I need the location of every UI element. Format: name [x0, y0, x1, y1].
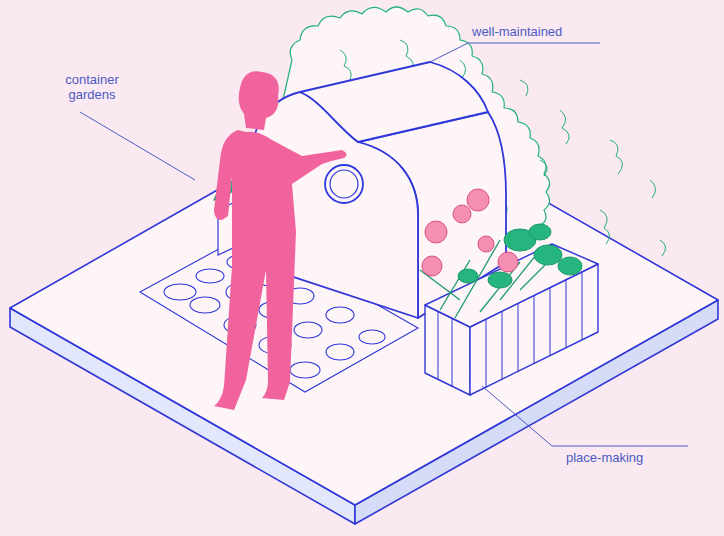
person: [214, 71, 347, 410]
callout-label: place-making: [566, 450, 686, 465]
leader-lines: [80, 43, 688, 446]
callout-label: well-maintained: [472, 24, 602, 39]
callout-label: container gardens: [46, 72, 138, 102]
plants: [420, 189, 582, 318]
front-planter: [425, 244, 598, 395]
